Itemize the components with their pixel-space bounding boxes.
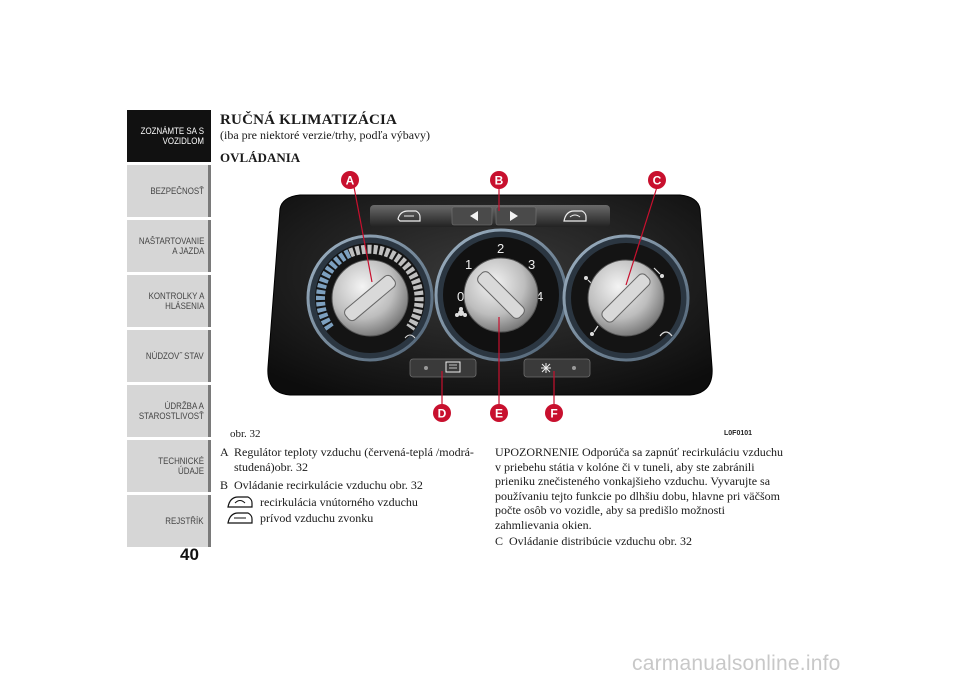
right-arrow-icon	[510, 211, 518, 221]
right-column: UPOZORNENIE Odporúča sa zapnúť recirkulá…	[495, 445, 785, 549]
fan-speed-4: 4	[536, 289, 543, 304]
svg-text:D: D	[438, 407, 447, 421]
item-a: A Regulátor teploty vzduchu (červená-tep…	[220, 445, 490, 474]
tab-label: NÚDZOV˝ STAV	[146, 351, 204, 361]
fan-speed-1: 1	[465, 257, 472, 272]
callout-line-a	[353, 186, 373, 283]
tab-technicke-udaje[interactable]: TECHNICKÉ ÚDAJE	[127, 440, 211, 492]
callout-b: B	[490, 171, 508, 189]
recirculation-on-icon	[563, 210, 587, 222]
callout-line-c	[625, 186, 658, 286]
rear-defrost-button	[409, 358, 477, 378]
figure-code: L0F0101	[724, 430, 753, 437]
defrost-icon	[659, 331, 673, 337]
item-text: Ovládanie distribúcie vzduchu obr. 32	[509, 534, 692, 548]
callout-e: E	[490, 404, 508, 422]
item-text: Ovládanie recirkulácie vzduchu obr. 32	[234, 478, 423, 492]
item-letter: C	[495, 534, 504, 548]
tab-nudzovy-stav[interactable]: NÚDZOV˝ STAV	[127, 330, 211, 382]
vent-windshield-icon	[653, 267, 664, 278]
fan-speed-2: 2	[497, 241, 504, 256]
tab-label: ZOZNÁMTE SA S VOZIDLOM	[140, 126, 204, 146]
item-letter: B	[220, 478, 229, 492]
vent-feet-icon	[590, 325, 599, 336]
callout-f: F	[545, 404, 563, 422]
sub-item-recirculation: recirkulácia vnútorného vzduchu	[226, 495, 490, 510]
svg-text:F: F	[550, 407, 557, 421]
ac-button	[523, 358, 591, 378]
page-title: RUČNÁ KLIMATIZÁCIA	[220, 112, 398, 128]
tab-zoznamte-sa[interactable]: ZOZNÁMTE SA S VOZIDLOM	[127, 110, 211, 162]
air-distribution-knob	[562, 234, 690, 362]
tab-label: ÚDRŽBA A STAROSTLIVOSŤ	[139, 401, 204, 421]
callout-c: C	[648, 171, 666, 189]
climate-control-panel-figure: 0 1 2 3 4 A B C D E F	[267, 171, 713, 422]
fan-speed-3: 3	[528, 257, 535, 272]
item-b: B Ovládanie recirkulácie vzduchu obr. 32	[220, 478, 490, 493]
svg-text:B: B	[495, 174, 504, 188]
item-c: C Ovládanie distribúcie vzduchu obr. 32	[495, 534, 785, 549]
tab-label: BEZPEČNOSŤ	[150, 186, 204, 196]
recirculation-icon	[227, 496, 253, 508]
fan-icon	[455, 307, 467, 317]
svg-text:E: E	[495, 407, 503, 421]
page-number: 40	[180, 545, 199, 564]
tab-udrzba[interactable]: ÚDRŽBA A STAROSTLIVOSŤ	[127, 385, 211, 437]
fan-speed-knob: 0 1 2 3 4	[434, 228, 568, 362]
sub-item-fresh-air: prívod vzduchu zvonku	[226, 511, 490, 526]
section-heading: OVLÁDANIA	[220, 150, 301, 165]
svg-text:A: A	[346, 174, 355, 188]
temperature-knob	[306, 234, 434, 362]
defrost-small-icon	[404, 334, 416, 339]
tab-label: TECHNICKÉ ÚDAJE	[158, 456, 204, 476]
tab-label: REJSTŘÍK	[165, 516, 204, 526]
sub-item-text: prívod vzduchu zvonku	[260, 511, 374, 525]
recirculation-off-icon	[397, 210, 421, 222]
figure-caption: obr. 32	[230, 428, 261, 440]
tab-label: NAŠTARTOVANIE A JAZDA	[138, 236, 204, 256]
item-letter: A	[220, 445, 229, 459]
tab-kontrolky[interactable]: KONTROLKY A HLÁSENIA	[127, 275, 211, 327]
left-column: A Regulátor teploty vzduchu (červená-tep…	[220, 445, 490, 526]
fresh-air-icon	[227, 512, 253, 524]
warning-paragraph: UPOZORNENIE Odporúča sa zapnúť recirkulá…	[495, 445, 784, 532]
item-text: Regulátor teploty vzduchu (červená-teplá…	[234, 445, 474, 474]
page-subtitle: (iba pre niektoré verzie/trhy, podľa výb…	[220, 128, 431, 142]
fan-speed-0: 0	[457, 289, 464, 304]
tab-rejstrik[interactable]: REJSTŘÍK	[127, 495, 211, 547]
rear-defrost-icon	[445, 361, 461, 373]
sub-item-text: recirkulácia vnútorného vzduchu	[260, 494, 418, 509]
tab-nastartovanie[interactable]: NAŠTARTOVANIE A JAZDA	[127, 220, 211, 272]
left-arrow-icon	[470, 211, 478, 221]
callout-a: A	[341, 171, 359, 189]
tab-label: KONTROLKY A HLÁSENIA	[148, 291, 204, 311]
snowflake-icon	[541, 363, 551, 373]
temperature-scale	[315, 244, 424, 331]
tab-bezpecnost[interactable]: BEZPEČNOSŤ	[127, 165, 211, 217]
watermark: carmanualsonline.info	[632, 652, 841, 675]
callout-d: D	[433, 404, 451, 422]
svg-text:C: C	[653, 174, 662, 188]
chapter-tabs: ZOZNÁMTE SA S VOZIDLOM BEZPEČNOSŤ NAŠTAR…	[127, 110, 211, 547]
